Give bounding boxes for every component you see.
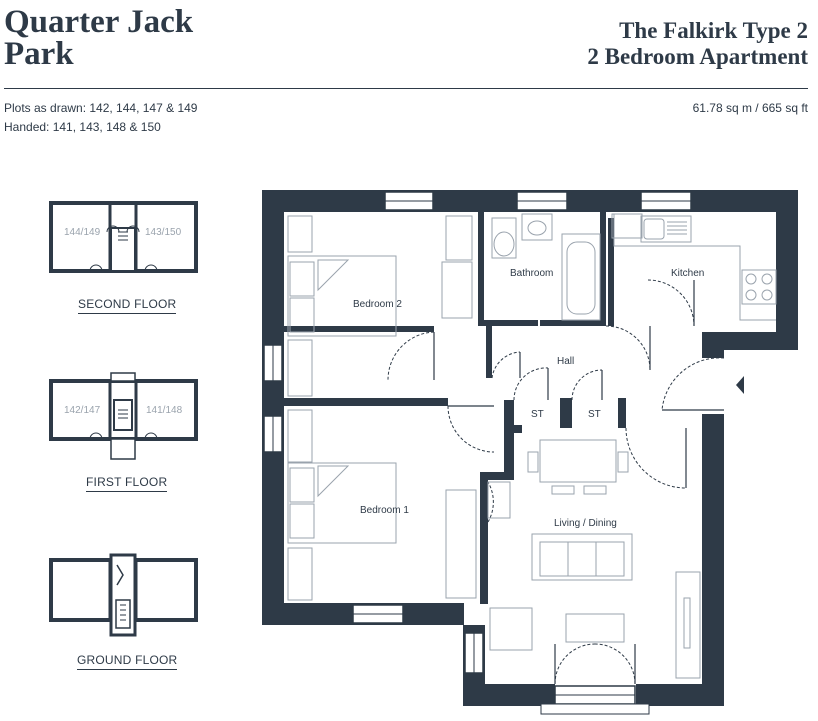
plots-as-drawn: Plots as drawn: 142, 144, 147 & 149 bbox=[4, 101, 198, 115]
furniture bbox=[287, 213, 777, 679]
house-type-description: 2 Bedroom Apartment bbox=[587, 44, 808, 69]
room-label-store-1: ST bbox=[531, 409, 544, 420]
development-name: Quarter Jack Park bbox=[4, 4, 194, 72]
house-type-name: The Falkirk Type 2 bbox=[619, 18, 808, 43]
first-floor-plot-right: 141/148 bbox=[146, 405, 183, 416]
room-label-bathroom: Bathroom bbox=[510, 268, 553, 279]
window-glazing bbox=[272, 200, 691, 715]
ground-floor-label: GROUND FLOOR bbox=[77, 653, 178, 670]
second-floor-key-plan: 144/149 143/150 bbox=[49, 201, 198, 273]
development-name-line2: Park bbox=[4, 36, 74, 72]
second-floor-plot-right: 143/150 bbox=[145, 227, 182, 238]
second-floor-plot-left: 144/149 bbox=[64, 227, 101, 238]
house-type-title: The Falkirk Type 2 2 Bedroom Apartment bbox=[587, 18, 808, 70]
plots-handed: Handed: 141, 143, 148 & 150 bbox=[4, 120, 161, 134]
first-floor-label: FIRST FLOOR bbox=[86, 475, 168, 492]
second-floor-label: SECOND FLOOR bbox=[78, 297, 177, 314]
room-label-bedroom-2: Bedroom 2 bbox=[353, 299, 402, 310]
first-floor-plot-left: 142/147 bbox=[64, 405, 101, 416]
header-divider bbox=[4, 88, 808, 89]
first-floor-key-plan: 142/147 141/148 bbox=[49, 372, 198, 460]
room-label-store-2: ST bbox=[588, 409, 601, 420]
development-name-line1: Quarter Jack bbox=[4, 4, 194, 40]
plot-info: Plots as drawn: 142, 144, 147 & 149 Hand… bbox=[4, 99, 197, 137]
entrance-arrow-icon bbox=[736, 376, 744, 394]
door-swings bbox=[387, 279, 725, 685]
room-label-bedroom-1: Bedroom 1 bbox=[360, 505, 409, 516]
room-label-hall: Hall bbox=[557, 356, 574, 367]
floor-area: 61.78 sq m / 665 sq ft bbox=[692, 101, 808, 115]
ground-floor-key-plan bbox=[49, 553, 198, 637]
room-label-kitchen: Kitchen bbox=[671, 268, 704, 279]
door-leaves bbox=[433, 280, 724, 684]
room-label-living-dining: Living / Dining bbox=[554, 518, 617, 529]
